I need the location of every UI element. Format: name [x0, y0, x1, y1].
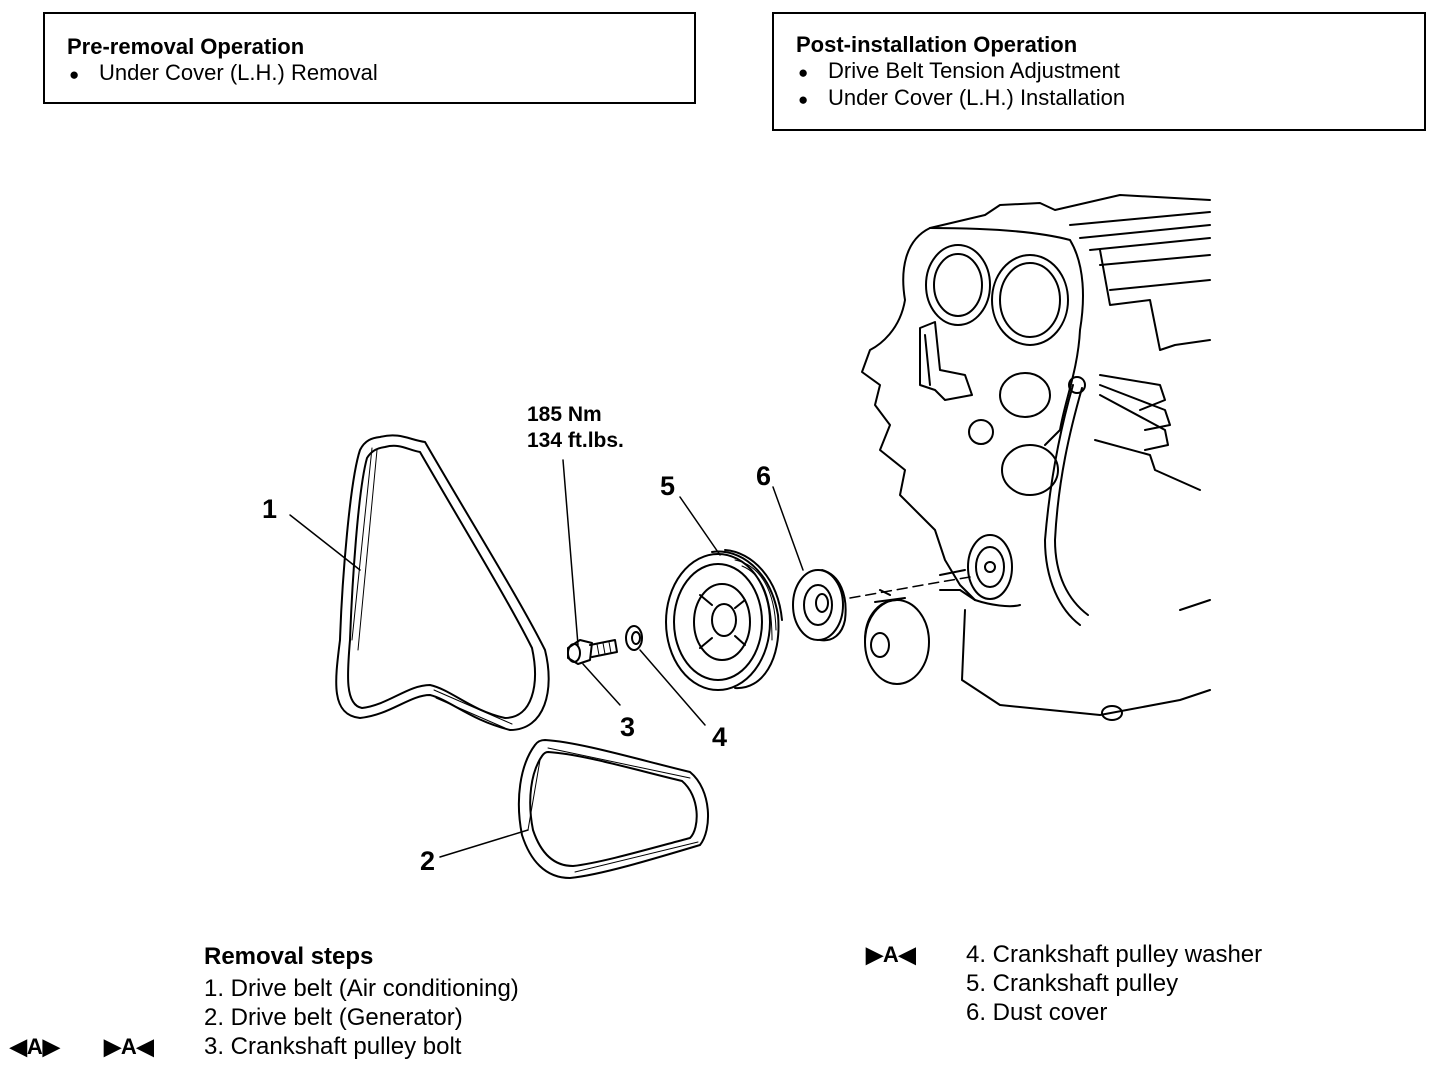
removal-steps-left: Removal steps 1. Drive belt (Air conditi…: [10, 940, 519, 1061]
installation-service-mark: ▶A◀: [104, 1034, 154, 1059]
crankshaft-centerline: [849, 576, 971, 599]
removal-steps-right: ▶A◀ 4. Crankshaft pulley washer 5. Crank…: [866, 940, 1263, 1027]
torque-nm: 185 Nm: [527, 403, 602, 426]
drive-belt-air-conditioning: [335, 434, 550, 731]
callout-5: 5: [660, 471, 675, 501]
crankshaft-pulley: [665, 549, 783, 691]
removal-step: 2. Drive belt (Generator): [204, 1004, 463, 1031]
callout-6: 6: [756, 461, 771, 491]
timing-sprocket-illustration: [864, 589, 930, 685]
post-installation-item: ●Drive Belt Tension Adjustment: [798, 58, 1120, 83]
engine-block-illustration: [861, 194, 1211, 721]
removal-steps-title: Removal steps: [204, 943, 374, 970]
bullet-icon: ●: [798, 90, 809, 109]
installation-service-mark: ▶A◀: [866, 942, 916, 967]
callout-3: 3: [620, 712, 635, 742]
callout-2: 2: [420, 846, 435, 876]
bullet-icon: ●: [798, 63, 809, 82]
removal-step-4: ▶A◀ 4. Crankshaft pulley washer: [866, 941, 1263, 968]
crankshaft-pulley-washer: [625, 625, 643, 651]
callout-1: 1: [262, 494, 277, 524]
pre-removal-title: Pre-removal Operation: [67, 34, 305, 59]
removal-step: 1. Drive belt (Air conditioning): [204, 975, 519, 1002]
removal-step-3: ◀A▶ ▶A◀ 3. Crankshaft pulley bolt: [10, 1033, 462, 1060]
pre-removal-operation-box: Pre-removal Operation ●Under Cover (L.H.…: [43, 12, 696, 104]
removal-step: 6. Dust cover: [966, 999, 1108, 1026]
pre-removal-item: ●Under Cover (L.H.) Removal: [69, 60, 378, 85]
drive-belt-generator: [517, 739, 709, 879]
leader-lines: [289, 459, 804, 858]
callout-4: 4: [712, 722, 727, 752]
post-installation-item: ●Under Cover (L.H.) Installation: [798, 85, 1126, 110]
bullet-icon: ●: [69, 65, 80, 84]
removal-step: 5. Crankshaft pulley: [966, 970, 1179, 997]
post-installation-title: Post-installation Operation: [796, 32, 1078, 57]
crankshaft-pulley-bolt: [567, 639, 618, 665]
dust-cover: [792, 569, 847, 642]
removal-service-mark: ◀A▶: [10, 1034, 60, 1059]
post-installation-operation-box: Post-installation Operation ●Drive Belt …: [772, 12, 1426, 131]
torque-ftlbs: 134 ft.lbs.: [527, 429, 624, 452]
